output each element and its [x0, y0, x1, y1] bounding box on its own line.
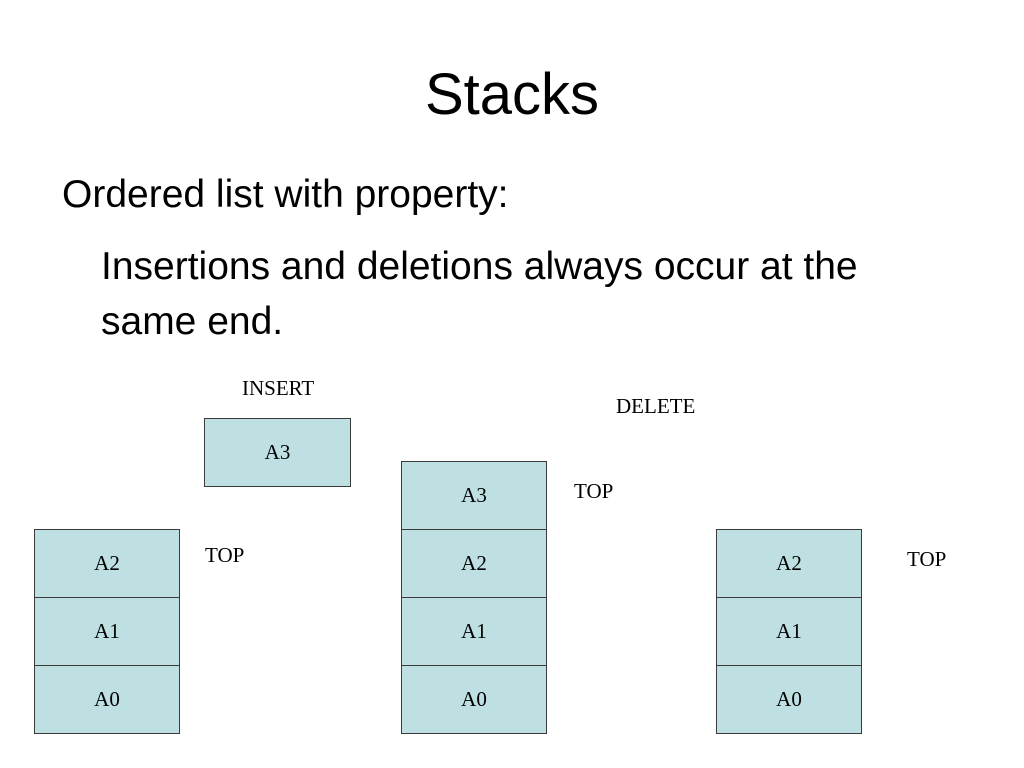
bullet-insertions-deletions: Insertions and deletions always occur at… [101, 245, 858, 343]
insert-label: INSERT [242, 376, 315, 400]
stack-2-top-label: TOP [574, 479, 614, 503]
stack-3-cell-a0: A0 [716, 665, 862, 734]
stack-2-cell-a0: A0 [401, 665, 547, 734]
stack-3-top-label: TOP [907, 547, 947, 571]
bullet-ordered-list: Ordered list with property: [62, 173, 509, 216]
delete-label: DELETE [616, 394, 696, 418]
stack-1-top-label: TOP [205, 543, 245, 567]
stack-1-cell-a2: A2 [34, 529, 180, 598]
stack-2-cell-a1: A1 [401, 597, 547, 666]
slide-title: Stacks [424, 62, 600, 127]
stack-3-cell-a2: A2 [716, 529, 862, 598]
stack-3-cell-a1: A1 [716, 597, 862, 666]
stack-1-cell-a1: A1 [34, 597, 180, 666]
stack-2-cell-a3: A3 [401, 461, 547, 530]
stack-1-cell-a0: A0 [34, 665, 180, 734]
incoming-cell-a3: A3 [204, 418, 351, 487]
stack-2-cell-a2: A2 [401, 529, 547, 598]
